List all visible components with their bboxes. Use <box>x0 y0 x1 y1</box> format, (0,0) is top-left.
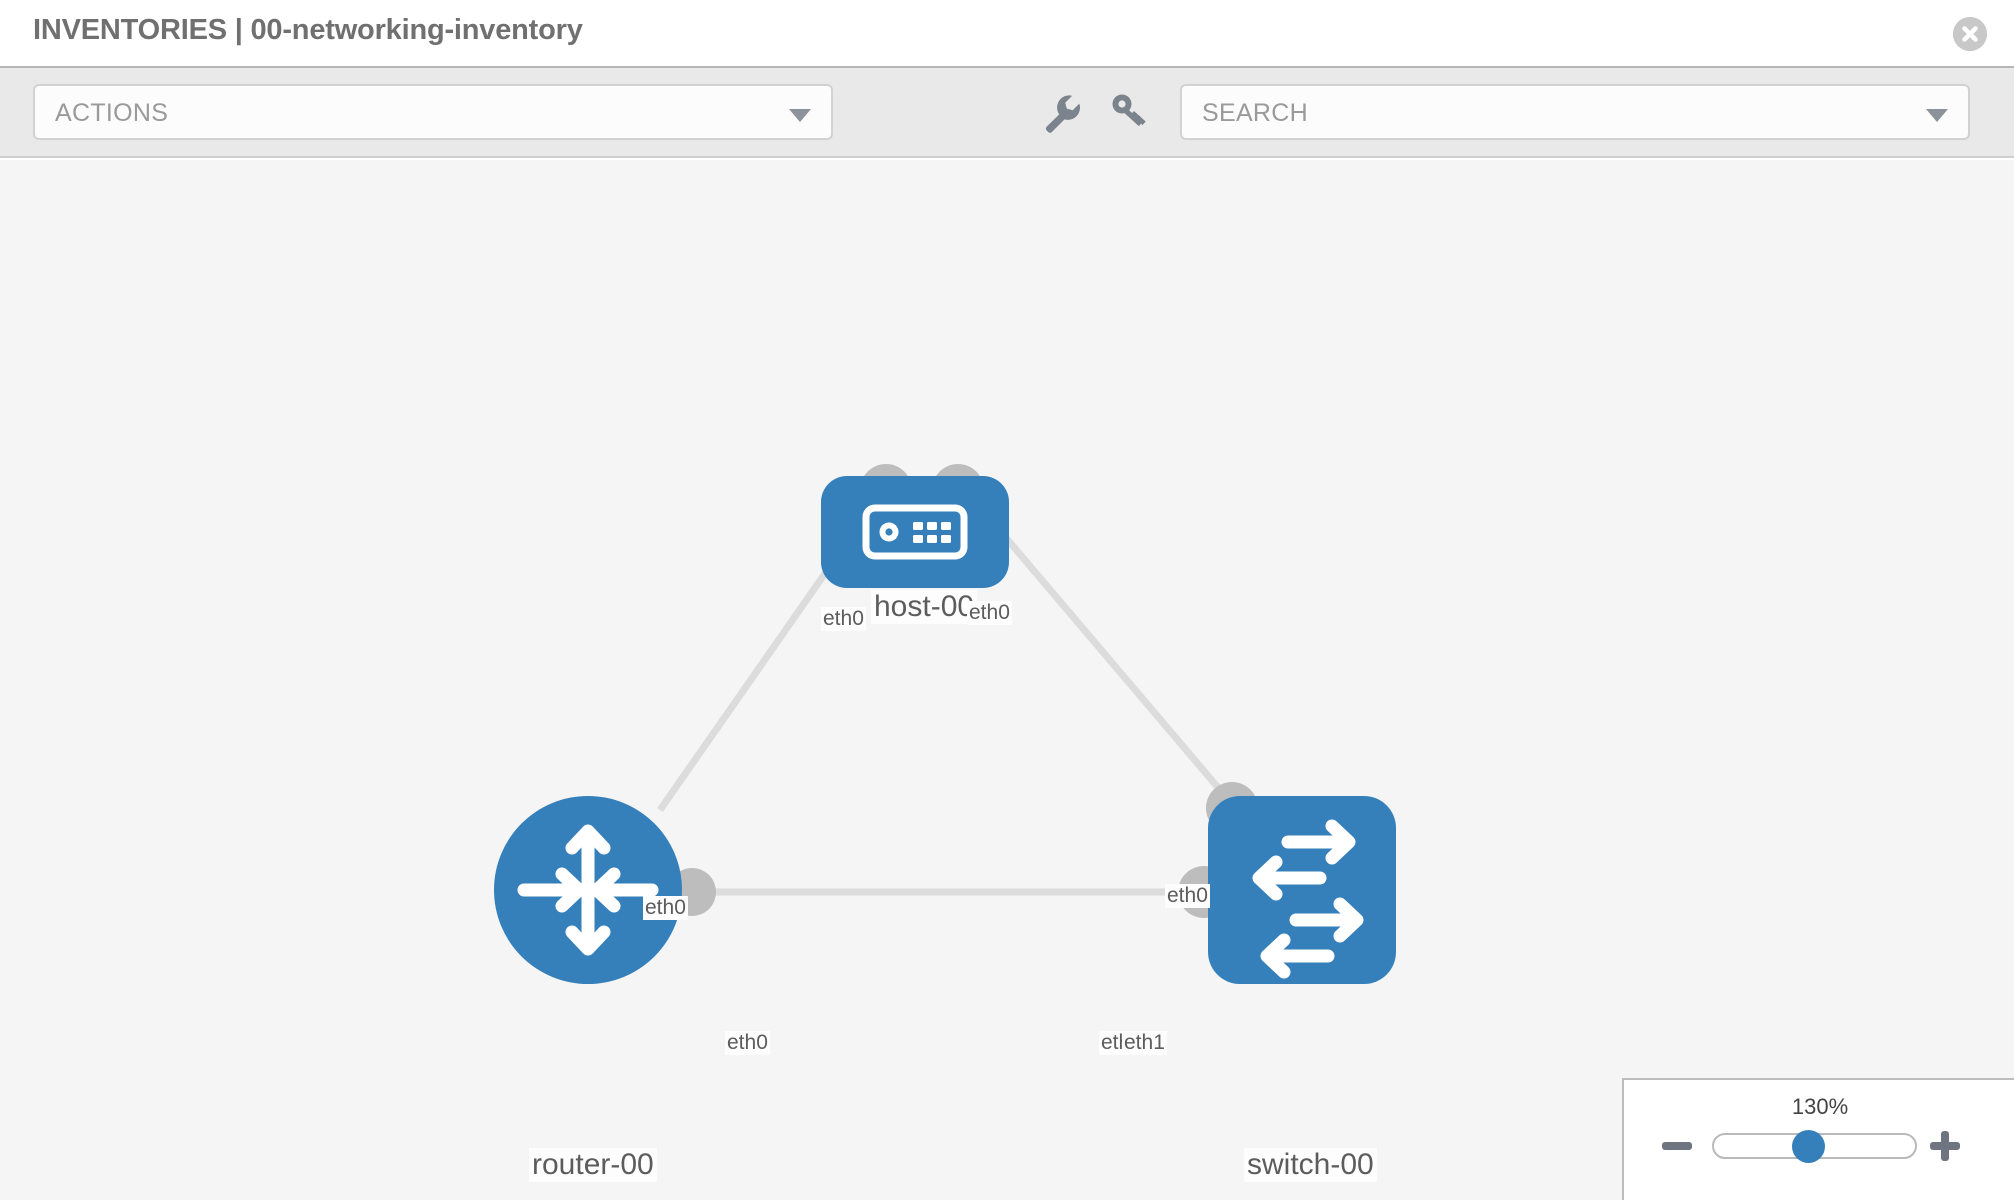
chevron-down-icon[interactable] <box>1926 109 1948 122</box>
server-icon <box>862 504 968 560</box>
search-placeholder: SEARCH <box>1202 99 1308 127</box>
zoom-out-button[interactable] <box>1662 1142 1692 1150</box>
node-label-host-00: host-00 <box>871 590 978 624</box>
wrench-icon[interactable] <box>1038 88 1084 134</box>
node-router-00[interactable] <box>494 796 682 984</box>
node-host-00[interactable] <box>821 476 1009 588</box>
search-input[interactable]: SEARCH <box>1180 84 1970 140</box>
zoom-control-panel: 130% <box>1622 1078 2014 1200</box>
zoom-level-value: 130% <box>1791 1094 1849 1119</box>
edge-label-host-switch-from: eth0 <box>967 601 1012 625</box>
edge-label-host-router-from: eth0 <box>821 607 866 631</box>
zoom-in-button[interactable] <box>1930 1131 1960 1161</box>
edge-label-router-switch-to: eth1 <box>1122 1031 1167 1055</box>
edge-label-host-router-to: eth0 <box>643 896 688 920</box>
topology-canvas[interactable]: host-00 router-00 switch-00 eth0 eth0 et… <box>0 160 2014 1200</box>
node-label-router-00: router-00 <box>529 1148 657 1182</box>
edge-label-router-switch-from: eth0 <box>725 1031 770 1055</box>
page-title: INVENTORIES | 00-networking-inventory <box>33 14 583 46</box>
key-icon[interactable] <box>1106 88 1152 134</box>
edge-label-host-switch-to: eth0 <box>1165 884 1210 908</box>
node-switch-00[interactable] <box>1208 796 1396 984</box>
close-icon[interactable] <box>1953 17 1987 51</box>
chevron-down-icon <box>789 109 811 122</box>
switch-arrows-icon <box>1252 819 1364 979</box>
topology-graph <box>494 464 1396 984</box>
zoom-slider-thumb[interactable] <box>1792 1130 1825 1163</box>
actions-dropdown[interactable]: ACTIONS <box>33 84 833 140</box>
node-label-switch-00: switch-00 <box>1244 1148 1377 1182</box>
actions-dropdown-label: ACTIONS <box>55 99 169 127</box>
header-bar: INVENTORIES | 00-networking-inventory <box>0 0 2014 68</box>
router-arrows-icon <box>517 824 659 956</box>
